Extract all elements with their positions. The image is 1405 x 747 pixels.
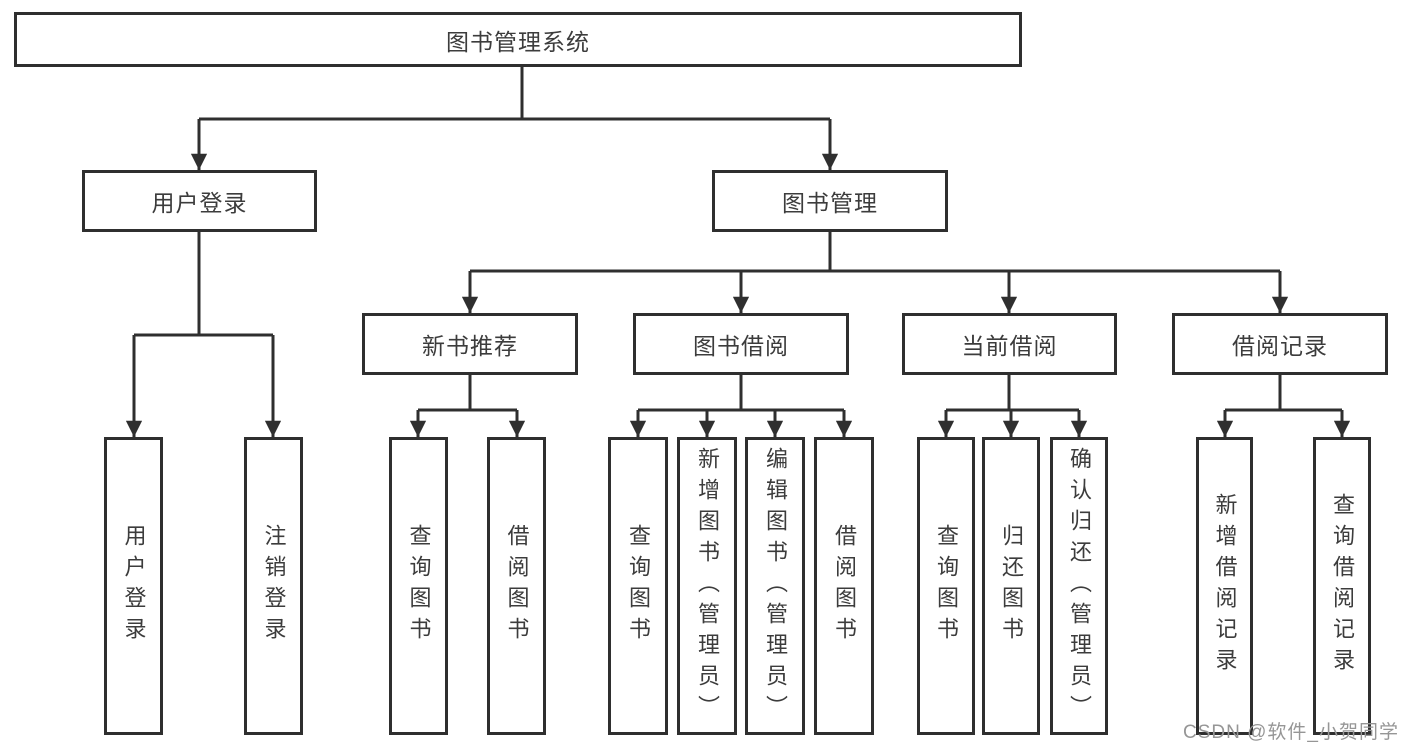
connector-borrowing-records-children	[1216, 375, 1351, 437]
node-label: 确认归还（管理员）	[1067, 446, 1092, 726]
connector-book-borrowing-children	[629, 375, 853, 437]
node-label: 新增图书（管理员）	[695, 446, 720, 726]
leaf-add-borrow-record: 新增借阅记录	[1196, 437, 1253, 735]
node-new-book-recommend: 新书推荐	[362, 313, 578, 375]
node-label: 查询图书	[626, 524, 651, 648]
leaf-query-books-current: 查询图书	[917, 437, 975, 735]
leaf-confirm-return-admin: 确认归还（管理员）	[1050, 437, 1108, 735]
node-user-login: 用户登录	[82, 170, 317, 232]
node-label: 图书管理	[782, 190, 878, 216]
connector-user-login-children	[125, 232, 282, 437]
leaf-add-book-admin: 新增图书（管理员）	[677, 437, 737, 735]
node-label: 用户登录	[121, 524, 147, 648]
connector-current-borrowing-children	[937, 375, 1088, 437]
node-label: 新增借阅记录	[1212, 493, 1238, 679]
node-label: 用户登录	[151, 190, 248, 216]
node-label: 图书管理系统	[446, 28, 590, 55]
connector-book-management-children	[461, 232, 1289, 313]
node-label: 借阅图书	[504, 524, 530, 648]
csdn-watermark: CSDN @软件_小贺同学	[1183, 722, 1399, 743]
node-current-borrowing: 当前借阅	[902, 313, 1117, 375]
node-label: 借阅图书	[832, 524, 857, 648]
node-label: 借阅记录	[1232, 333, 1328, 359]
connector-new-book-recommend-children	[409, 375, 526, 437]
node-label: 查询借阅记录	[1330, 493, 1355, 679]
node-label: 当前借阅	[961, 333, 1058, 359]
node-label: 新书推荐	[422, 333, 518, 359]
leaf-edit-book-admin: 编辑图书（管理员）	[745, 437, 805, 735]
node-label: 图书借阅	[693, 333, 789, 359]
node-label: 注销登录	[261, 524, 287, 648]
node-label: 查询图书	[934, 524, 959, 648]
leaf-logout-login: 注销登录	[244, 437, 303, 735]
node-label: 编辑图书（管理员）	[763, 446, 788, 726]
node-borrowing-records: 借阅记录	[1172, 313, 1388, 375]
node-book-borrowing: 图书借阅	[633, 313, 849, 375]
leaf-query-books-borrowing: 查询图书	[608, 437, 668, 735]
leaf-query-books-recommend: 查询图书	[389, 437, 448, 735]
node-label: 归还图书	[999, 524, 1024, 648]
leaf-user-login: 用户登录	[104, 437, 163, 735]
leaf-query-borrow-record: 查询借阅记录	[1313, 437, 1371, 735]
connector-root-to-level2	[190, 67, 839, 170]
node-book-management: 图书管理	[712, 170, 948, 232]
node-label: 查询图书	[406, 524, 432, 648]
leaf-return-books: 归还图书	[982, 437, 1040, 735]
node-root: 图书管理系统	[14, 12, 1022, 67]
leaf-borrow-books-borrowing: 借阅图书	[814, 437, 874, 735]
leaf-borrow-books-recommend: 借阅图书	[487, 437, 546, 735]
